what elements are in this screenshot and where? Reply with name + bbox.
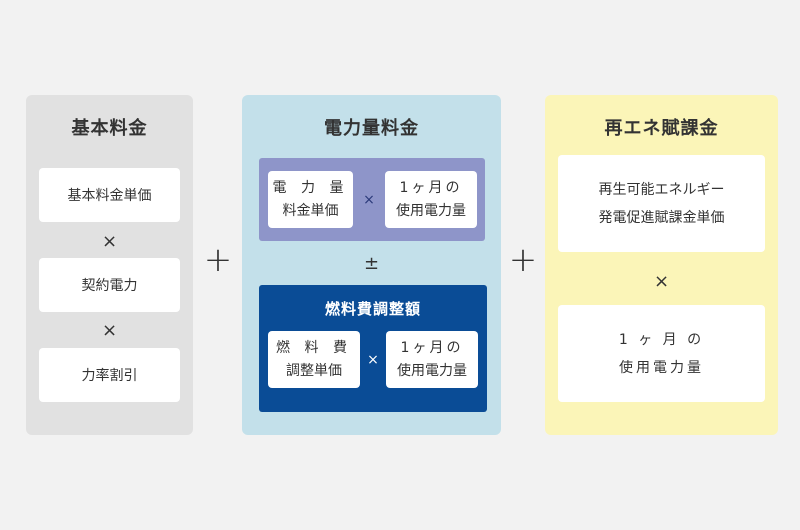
- basic-charge-panel: 基本料金 基本料金単価 × 契約電力 × 力率割引: [26, 95, 193, 435]
- energy-charge-panel: 電力量料金 電 力 量 料金単価 × 1ヶ月の 使用電力量 ± 燃料費調整額 燃…: [242, 95, 501, 435]
- plus-operator-1: +: [203, 240, 233, 280]
- fuel-unit-price-line2: 調整単価: [286, 362, 342, 379]
- energy-times: ×: [363, 191, 375, 208]
- energy-usage-line1: 1ヶ月の: [399, 179, 463, 196]
- energy-unit-price-line1: 電 力 量: [272, 179, 349, 196]
- renewable-surcharge-title: 再エネ賦課金: [604, 118, 719, 139]
- energy-usage-box: 1ヶ月の 使用電力量: [385, 171, 477, 228]
- renewable-usage-line1: 1 ヶ 月 の: [618, 331, 705, 348]
- fuel-unit-price-box: 燃 料 費 調整単価: [268, 331, 360, 388]
- basic-times-2: ×: [101, 319, 118, 341]
- fuel-usage-line2: 使用電力量: [397, 362, 467, 379]
- renewable-unit-price-box: 再生可能エネルギー 発電促進賦課金単価: [558, 155, 765, 252]
- energy-usage-line2: 使用電力量: [396, 202, 466, 219]
- fuel-unit-price-line1: 燃 料 費: [276, 339, 352, 356]
- power-factor-discount-box: 力率割引: [39, 348, 180, 402]
- basic-times-1: ×: [101, 230, 118, 252]
- energy-unit-price-box: 電 力 量 料金単価: [268, 171, 353, 228]
- renewable-unit-price-line2: 発電促進賦課金単価: [598, 209, 725, 226]
- renewable-unit-price-line1: 再生可能エネルギー: [598, 181, 725, 198]
- basic-unit-price-box: 基本料金単価: [39, 168, 180, 222]
- plus-operator-2: +: [508, 240, 538, 280]
- fuel-usage-line1: 1ヶ月の: [400, 339, 464, 356]
- renewable-usage-line2: 使用電力量: [619, 359, 704, 376]
- energy-charge-title: 電力量料金: [324, 118, 419, 139]
- fuel-usage-box: 1ヶ月の 使用電力量: [386, 331, 478, 388]
- fuel-adjustment-title: 燃料費調整額: [324, 299, 421, 318]
- contract-power-box: 契約電力: [39, 258, 180, 312]
- fuel-adjustment-box: 燃料費調整額 燃 料 費 調整単価 × 1ヶ月の 使用電力量: [259, 285, 487, 412]
- renewable-times: ×: [653, 270, 670, 292]
- energy-unit-price-line2: 料金単価: [282, 202, 339, 219]
- renewable-surcharge-panel: 再エネ賦課金 再生可能エネルギー 発電促進賦課金単価 × 1 ヶ 月 の 使用電…: [545, 95, 778, 435]
- renewable-usage-box: 1 ヶ 月 の 使用電力量: [558, 305, 765, 402]
- fuel-times: ×: [367, 351, 379, 368]
- basic-charge-title: 基本料金: [71, 118, 148, 139]
- energy-unit-formula: 電 力 量 料金単価 × 1ヶ月の 使用電力量: [259, 158, 485, 241]
- plusminus-operator: ±: [363, 252, 380, 274]
